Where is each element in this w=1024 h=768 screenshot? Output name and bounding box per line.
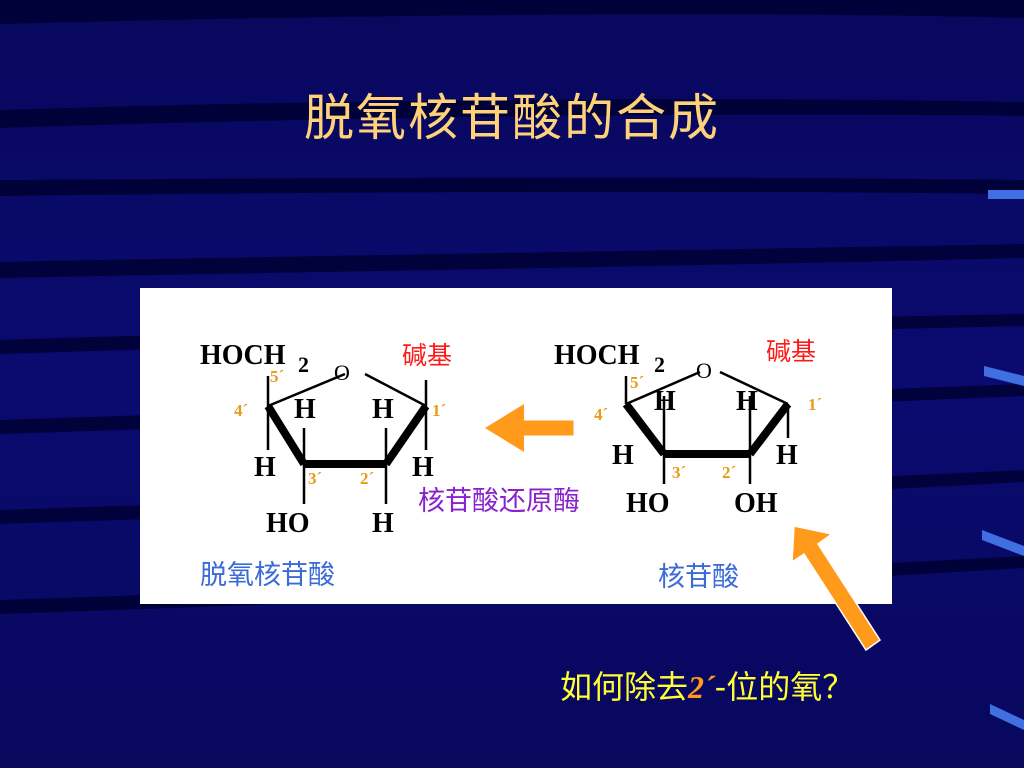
right-pos-4: 4´ [594, 405, 608, 424]
left-c2-h: H [412, 452, 434, 483]
left-c3-h: H [254, 452, 276, 483]
right-pos-3: 3´ [672, 463, 686, 482]
right-c2-oh: OH [734, 488, 778, 519]
right-c3-h: H [612, 440, 634, 471]
question-pointer-arrow [791, 525, 882, 652]
right-hoch2-label: HOCH [554, 340, 640, 371]
question-before: 如何除去 [560, 668, 689, 706]
left-molecule-name: 脱氧核苷酸 [200, 560, 335, 591]
ribose-structure [622, 370, 792, 484]
diagram-panel: HOCH 2 O 碱基 5´ 4´ 3´ 2´ 1´ H H H H HO H … [140, 288, 892, 604]
left-pos-2: 2´ [360, 469, 374, 488]
left-pos-3: 3´ [308, 469, 322, 488]
right-c3-ho: HO [626, 488, 670, 519]
enzyme-label: 核苷酸还原酶 [418, 486, 580, 517]
question-text: 如何除去2´-位的氧？ [560, 662, 854, 708]
deoxyribose-structure [264, 372, 430, 504]
left-c4-h: H [294, 394, 316, 425]
left-hoch2-label: HOCH [200, 340, 286, 371]
reaction-diagram: HOCH 2 O 碱基 5´ 4´ 3´ 2´ 1´ H H H H HO H … [200, 337, 822, 593]
right-molecule-name: 核苷酸 [658, 562, 739, 593]
left-pos-5: 5´ [270, 367, 284, 386]
right-c1-h-top: H [736, 386, 758, 417]
question-after: -位的氧？ [714, 668, 855, 706]
right-pos-5: 5´ [630, 373, 644, 392]
reaction-arrow [485, 404, 575, 452]
right-pos-1: 1´ [808, 395, 822, 414]
left-c3-ho: HO [266, 508, 310, 539]
right-c2-h: H [776, 440, 798, 471]
left-pos-4: 4´ [234, 401, 248, 420]
right-ring-oxygen: O [696, 358, 712, 383]
right-hoch2-subscript: 2 [654, 352, 665, 377]
left-base-label: 碱基 [402, 341, 452, 370]
right-base-label: 碱基 [766, 337, 816, 366]
left-c1-h: H [372, 394, 394, 425]
right-pos-2: 2´ [722, 463, 736, 482]
question-position: 2´ [688, 669, 715, 705]
right-c4-h-top: H [654, 386, 676, 417]
left-ring-oxygen: O [334, 360, 350, 385]
left-c2-sub-h: H [372, 508, 394, 539]
left-hoch2-subscript: 2 [298, 352, 309, 377]
slide-title: 脱氧核苷酸的合成 [304, 89, 720, 147]
left-pos-1: 1´ [432, 401, 446, 420]
